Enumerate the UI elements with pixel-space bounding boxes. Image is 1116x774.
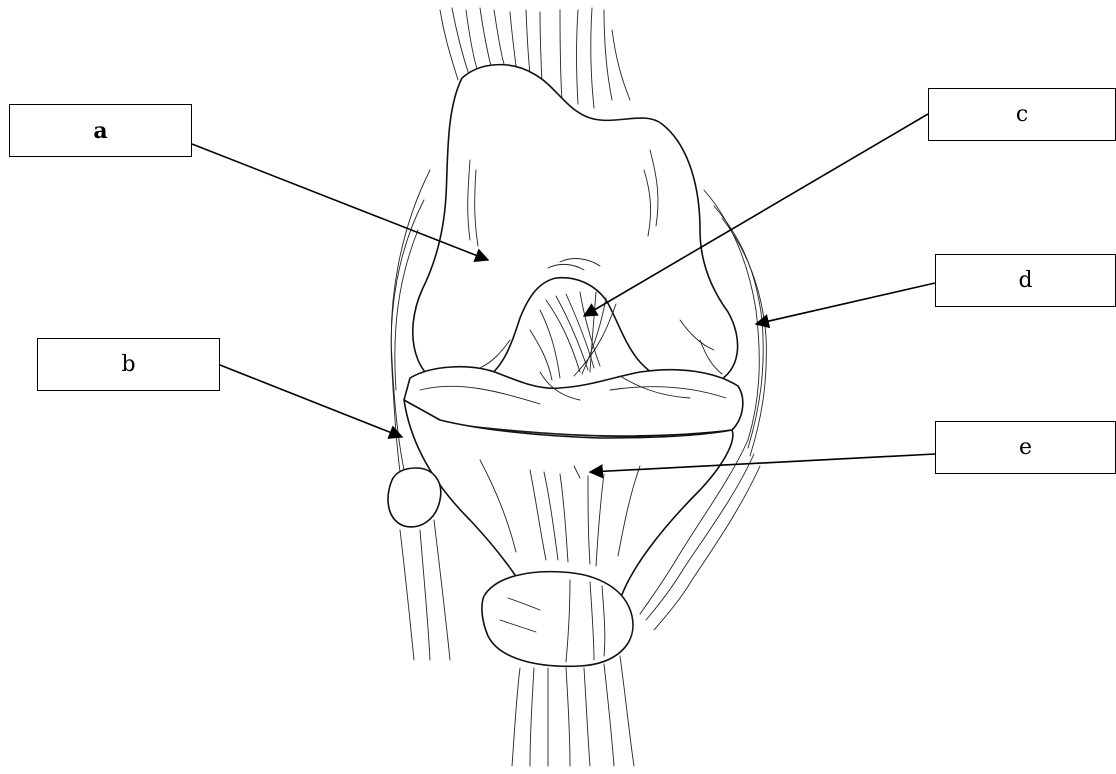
label-box-c: c	[928, 88, 1116, 141]
label-a-text: a	[93, 118, 107, 144]
label-box-a: a	[9, 104, 192, 157]
tibia-shaft	[512, 656, 634, 766]
leader-line-b	[220, 365, 402, 437]
label-e-text: e	[1019, 435, 1032, 460]
femur-condyles	[413, 65, 738, 387]
leader-line-a	[192, 144, 488, 260]
fibula-head	[388, 468, 450, 660]
label-box-d: d	[935, 254, 1116, 307]
label-d-text: d	[1018, 268, 1032, 293]
label-b-text: b	[121, 352, 135, 377]
tibial-tuberosity	[482, 572, 633, 667]
leader-line-d	[756, 283, 935, 324]
label-box-b: b	[37, 338, 220, 391]
label-c-text: c	[1016, 102, 1028, 127]
label-box-e: e	[935, 421, 1116, 474]
